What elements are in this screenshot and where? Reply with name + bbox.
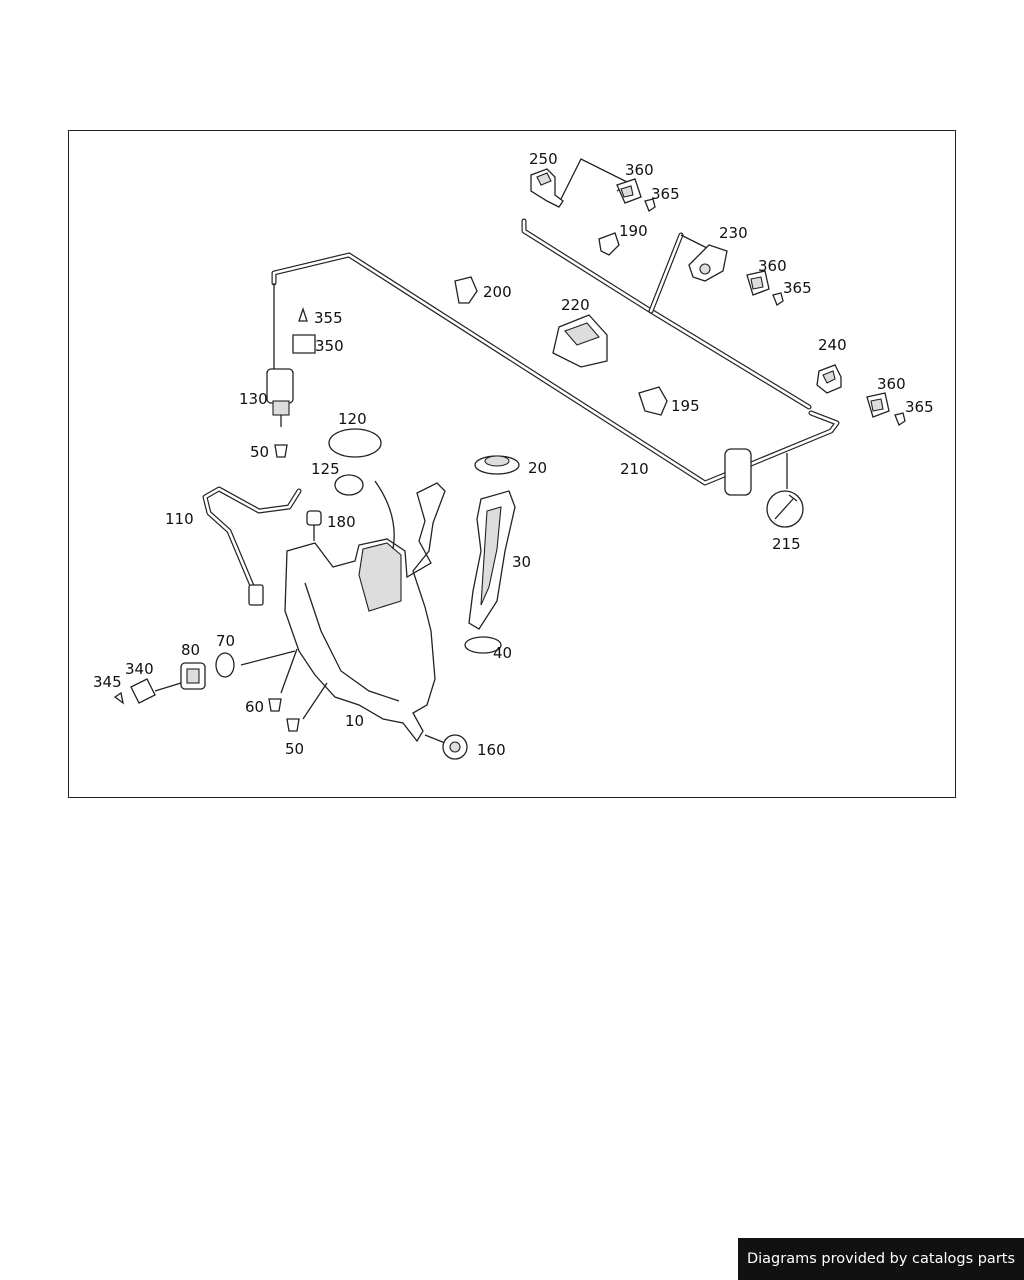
holder-220 (552, 314, 608, 368)
grommet-60 (268, 698, 282, 712)
label-130: 130 (239, 390, 268, 408)
hose-grommet (724, 448, 752, 496)
label-110: 110 (165, 510, 194, 528)
leader-70-tank (240, 650, 296, 666)
nozzle-230 (688, 244, 728, 282)
arrow-seal (374, 480, 395, 550)
label-365a: 365 (651, 185, 680, 203)
credit-banner: Diagrams provided by catalogs parts (738, 1238, 1024, 1280)
label-210: 210 (620, 460, 649, 478)
clip-195 (638, 386, 668, 416)
check-valve-345 (113, 691, 124, 705)
hose-110 (202, 486, 302, 606)
mount-160 (424, 734, 468, 760)
label-10: 10 (345, 712, 364, 730)
reservoir-10 (284, 482, 446, 743)
pump-80 (180, 662, 206, 690)
check-valve-365a (644, 198, 656, 212)
clip-200 (454, 276, 478, 304)
seal-70 (215, 652, 235, 678)
label-80: 80 (181, 641, 200, 659)
label-40: 40 (493, 644, 512, 662)
label-60: 60 (245, 698, 264, 716)
label-220: 220 (561, 296, 590, 314)
cap-20 (474, 455, 520, 475)
seal-125 (334, 474, 364, 496)
check-valve-355 (298, 306, 308, 322)
cover-120 (328, 428, 382, 458)
label-180: 180 (327, 513, 356, 531)
label-50b: 50 (285, 740, 304, 758)
label-355: 355 (314, 309, 343, 327)
label-360a: 360 (625, 161, 654, 179)
arrow-grommet (280, 648, 298, 694)
seal-40 (464, 636, 502, 654)
label-70: 70 (216, 632, 235, 650)
label-340: 340 (125, 660, 154, 678)
bolt-180 (306, 510, 322, 541)
label-50a: 50 (250, 443, 269, 461)
check-valve-365b (772, 292, 784, 306)
connector-340 (130, 678, 156, 704)
arrow-grommet-2 (302, 682, 328, 720)
connector-350 (292, 334, 316, 354)
label-125: 125 (311, 460, 340, 478)
filler-neck-30 (468, 490, 516, 630)
label-250: 250 (529, 150, 558, 168)
label-240: 240 (818, 336, 847, 354)
hose-upper-right (521, 218, 812, 410)
label-230: 230 (719, 224, 748, 242)
label-215: 215 (772, 535, 801, 553)
valve-360b (746, 270, 770, 296)
leader-80-340 (154, 682, 182, 692)
label-30: 30 (512, 553, 531, 571)
hose-210 (271, 252, 840, 486)
part-labels: 250 360 365 190 230 360 365 200 220 355 … (93, 150, 934, 759)
nozzle-250 (530, 168, 564, 208)
label-365c: 365 (905, 398, 934, 416)
parts-diagram: 250 360 365 190 230 360 365 200 220 355 … (93, 150, 934, 760)
grommet-50a (274, 444, 288, 458)
valve-360c (866, 392, 890, 418)
label-365b: 365 (783, 279, 812, 297)
clip-190 (598, 232, 620, 256)
valve-360a (616, 178, 642, 204)
label-20: 20 (528, 459, 547, 477)
wrench-symbol-215 (766, 453, 804, 528)
label-120: 120 (338, 410, 367, 428)
check-valve-365c (894, 412, 906, 426)
diagram-frame: 250 360 365 190 230 360 365 200 220 355 … (68, 130, 956, 798)
label-200: 200 (483, 283, 512, 301)
pump-130 (266, 368, 294, 427)
label-350: 350 (315, 337, 344, 355)
grommet-50b (286, 718, 300, 732)
label-345: 345 (93, 673, 122, 691)
label-160: 160 (477, 741, 506, 759)
leader-250-360 (560, 158, 631, 200)
label-360b: 360 (758, 257, 787, 275)
label-190: 190 (619, 222, 648, 240)
label-360c: 360 (877, 375, 906, 393)
label-195: 195 (671, 397, 700, 415)
nozzle-240 (816, 364, 842, 394)
